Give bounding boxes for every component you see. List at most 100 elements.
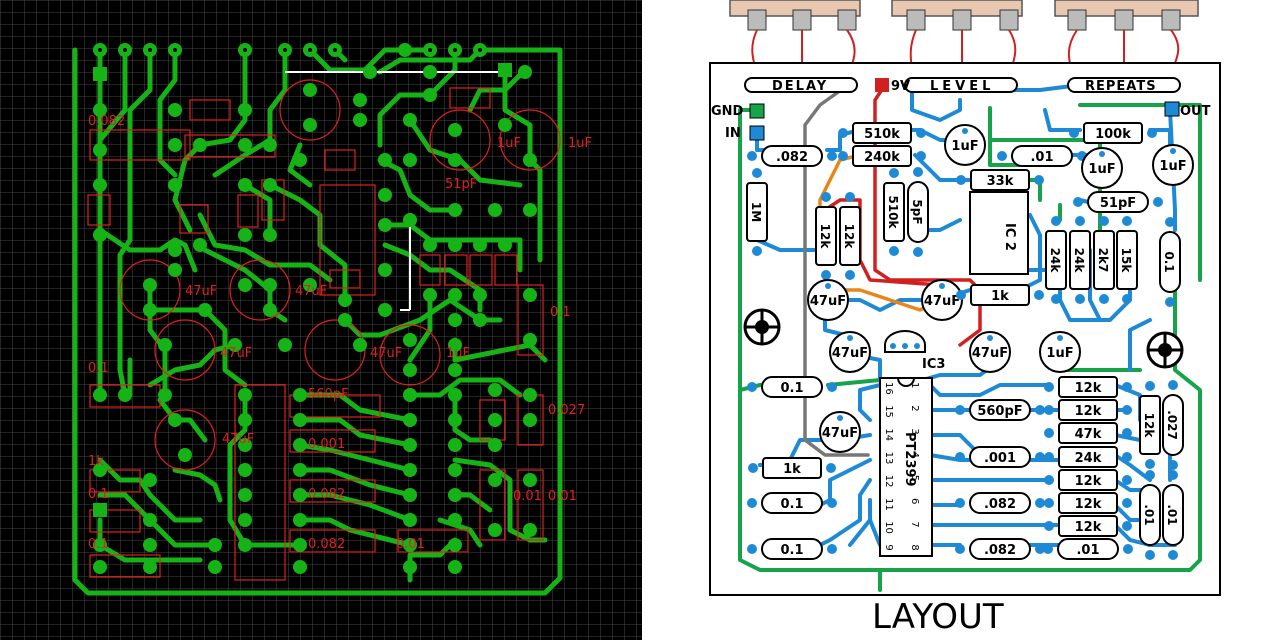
component-value: 560pF	[977, 404, 1022, 419]
pcb-label: 1uF	[497, 136, 521, 151]
component-value: 12k	[1142, 413, 1156, 439]
component-c-560pF: 560pF	[955, 399, 1045, 421]
pcb-label: 0.01	[513, 489, 542, 504]
pin-number: 1	[909, 382, 920, 388]
component-value: 1uF	[1046, 346, 1073, 361]
pcb-label: 47uF	[370, 346, 402, 361]
component-value: 1uF	[1159, 159, 1186, 174]
pin-number: 10	[883, 521, 894, 534]
component-value: .082	[776, 150, 808, 165]
pcb-label: 0.001	[308, 437, 345, 452]
pcb-label: 51pF	[445, 177, 477, 192]
component-value: 12k	[1075, 474, 1102, 489]
pcb-labels: 0.082 1uF 1uF 51pF 47uF 47uF 47uF 47uF 1…	[88, 114, 592, 552]
component-r-15k: 15k	[1116, 216, 1138, 304]
pin-number: 13	[883, 452, 894, 465]
pot-label-repeats: REPEATS	[1085, 79, 1157, 94]
out-label: OUT	[1180, 104, 1211, 119]
component-r-12k-b: 12k	[839, 192, 861, 280]
pcb-label: 0.01	[548, 489, 577, 504]
component-r-1k-left: 1k	[748, 457, 836, 479]
pot-label-delay: DELAY	[772, 79, 828, 94]
component-value: 510k	[864, 127, 900, 142]
component-value: 24k	[1072, 248, 1086, 274]
component-r-1k-mid: 1k	[956, 284, 1044, 306]
component-r-12k-a: 12k	[815, 192, 837, 280]
mounting-holes	[743, 308, 1184, 369]
component-c-01-left: 0.1	[747, 376, 837, 398]
component-value: 47k	[1075, 427, 1102, 442]
component-value: 12k	[1075, 381, 1102, 396]
component-value: 47uF	[810, 294, 846, 309]
component-value: 2k7	[1096, 248, 1110, 273]
component-r-12k-5: 12k	[1044, 515, 1132, 537]
pin-number: 8	[909, 544, 920, 550]
pcb-label: 47uF	[185, 284, 217, 299]
component-c-5pF: 5pF	[907, 167, 929, 257]
pot-repeats	[1054, 0, 1199, 31]
component-r-12k-2: 12k	[1044, 399, 1132, 421]
component-value: .027	[1165, 410, 1179, 440]
component-r-12k-4: 12k	[1044, 492, 1132, 514]
pcb-board-view: 0.082 1uF 1uF 51pF 47uF 47uF 47uF 47uF 1…	[0, 0, 642, 640]
pin-number: 3	[909, 428, 920, 434]
component-r-24k-b: 24k	[1069, 216, 1091, 304]
component-value: 24k	[1075, 451, 1102, 466]
pin-number: 12	[883, 475, 894, 488]
pcb-label: 0.1	[88, 361, 109, 376]
component-value: 0.1	[1162, 251, 1176, 272]
component-value: 12k	[1075, 497, 1102, 512]
component-value: 100k	[1095, 127, 1131, 142]
component-value: 240k	[864, 150, 900, 165]
pot-level	[891, 0, 1023, 31]
component-value: 0.1	[780, 497, 803, 512]
component-r-510k-h: 510k	[838, 122, 926, 144]
component-r-24k-a: 24k	[1045, 216, 1067, 304]
pt2399-label: PT2399	[902, 432, 917, 487]
pcb-label: 0.082	[308, 537, 345, 552]
component-c-47uF-d: 47uF	[969, 331, 1011, 373]
component-value: 1uF	[1088, 162, 1115, 177]
pin-number: 14	[883, 428, 894, 441]
component-r-100k: 100k	[1069, 122, 1157, 144]
component-r-24k-c: 24k	[1044, 446, 1132, 468]
pin-number: 5	[909, 475, 920, 481]
power-label: 9V	[891, 79, 910, 94]
out-pad	[1164, 101, 1180, 117]
ic3-regulator: IC3	[884, 330, 945, 372]
pcb-pad-holes	[98, 48, 482, 52]
component-value: 1k	[783, 462, 801, 477]
component-c-01-v1: .01	[1139, 470, 1161, 560]
component-value: 510k	[886, 195, 900, 229]
component-c-1uF-a: 1uF	[944, 124, 986, 166]
component-c-082-a: .082	[955, 492, 1045, 514]
component-r-2k7: 2k7	[1093, 216, 1115, 304]
component-r-240k: 240k	[838, 145, 926, 167]
pin-number: 11	[883, 498, 894, 511]
pin-number: 4	[909, 452, 920, 458]
pin-number: 16	[883, 382, 894, 395]
pin-number: 15	[883, 405, 894, 418]
pin-number: 6	[909, 498, 920, 504]
component-value: 47uF	[832, 346, 868, 361]
layout-view: DELAY LEVEL REPEATS 9V GND IN OUT IC 2 I…	[709, 0, 1221, 637]
pcb-label: 0.082	[308, 487, 345, 502]
component-value: 1k	[991, 289, 1009, 304]
pcb-label: 0.082	[88, 114, 125, 129]
component-c-51pF: 51pF	[1073, 191, 1163, 213]
component-value: .01	[1030, 150, 1053, 165]
component-value: 1uF	[951, 139, 978, 154]
in-label: IN	[725, 126, 741, 141]
component-c-01-c: 0.1	[747, 538, 837, 560]
component-c-082-b: .082	[955, 538, 1045, 560]
pin-number: 7	[909, 521, 920, 527]
component-r-12k-v: 12k	[1139, 381, 1161, 469]
component-value: 12k	[818, 224, 832, 250]
layout-title: LAYOUT	[872, 597, 1004, 637]
pot-pads: DELAY LEVEL REPEATS 9V	[744, 77, 1181, 94]
pot-delay	[729, 0, 861, 31]
component-c-47uF-b: 47uF	[921, 279, 963, 321]
component-value: .01	[1142, 504, 1156, 525]
component-c-47uF-a: 47uF	[807, 279, 849, 321]
